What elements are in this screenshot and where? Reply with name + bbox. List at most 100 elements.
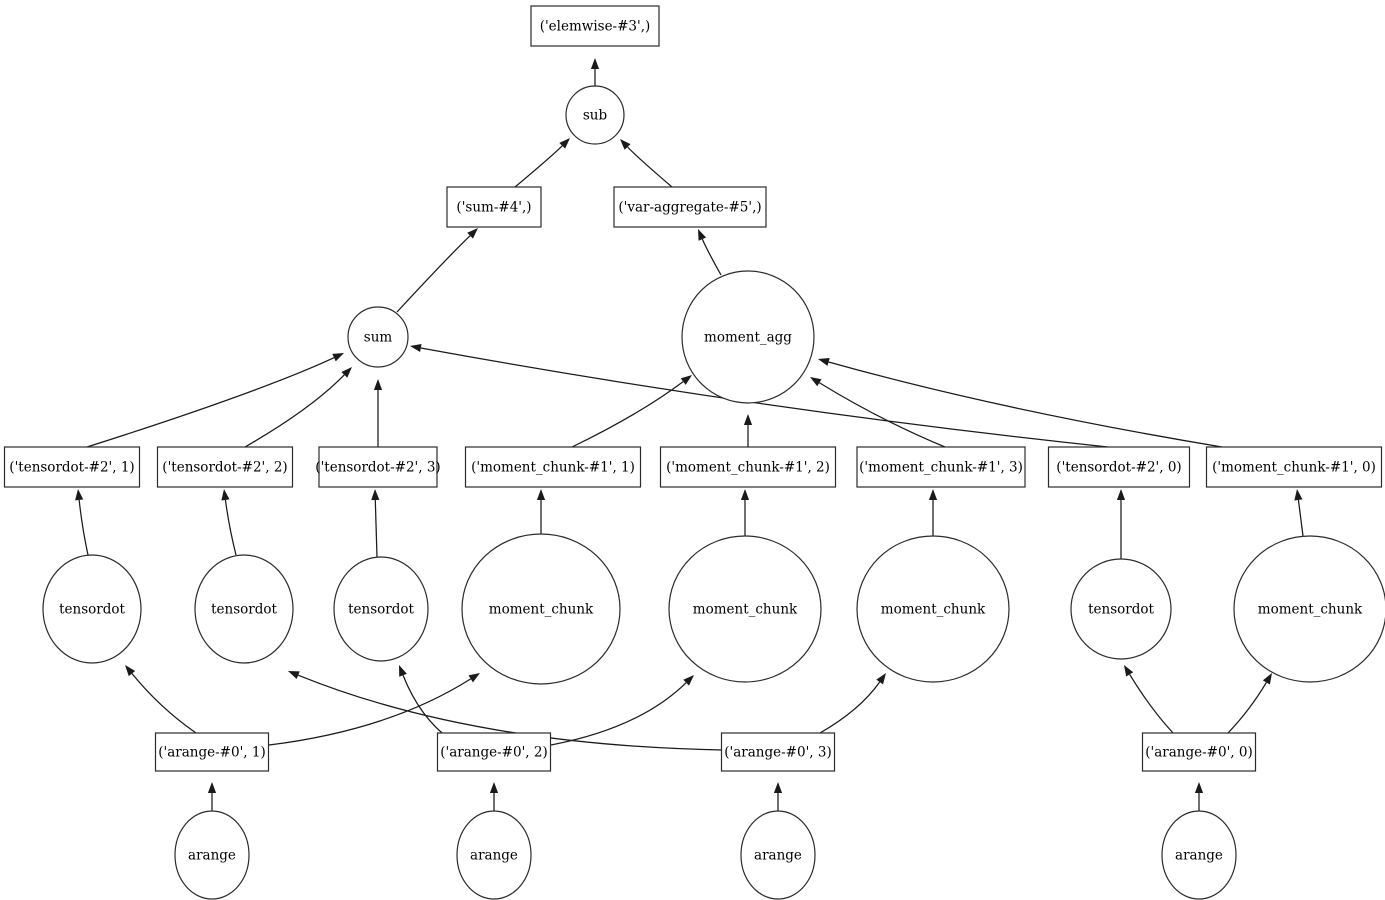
edge-ar_2-to-ar0_2: [489, 782, 499, 811]
node-td2-0[interactable]: ('tensordot-#2', 0): [1047, 446, 1191, 488]
node-ar-2[interactable]: arange: [456, 810, 532, 900]
edge-line: [244, 374, 345, 448]
node-mc1-3[interactable]: ('moment_chunk-#1', 3): [856, 446, 1026, 488]
node-box-shape[interactable]: [1141, 732, 1257, 772]
arrowhead-icon: [373, 379, 383, 390]
edge-td_a-to-td2_1: [75, 489, 89, 556]
node-td2-3[interactable]: ('tensordot-#2', 3): [315, 446, 441, 488]
node-mch-b[interactable]: moment_chunk: [668, 535, 822, 683]
node-circle-shape[interactable]: [333, 556, 429, 662]
node-box-shape[interactable]: [613, 186, 767, 228]
node-momentagg[interactable]: moment_agg: [681, 270, 815, 404]
node-box-shape[interactable]: [154, 732, 270, 772]
node-box-shape[interactable]: [318, 446, 438, 488]
node-ar0-3[interactable]: ('arange-#0', 3): [720, 732, 836, 772]
node-box-shape[interactable]: [720, 732, 836, 772]
edge-mch_c-to-mc1_3: [928, 489, 938, 536]
node-mc1-0[interactable]: ('moment_chunk-#1', 0): [1205, 446, 1383, 488]
node-circle-shape[interactable]: [461, 533, 621, 685]
node-td-a[interactable]: tensordot: [42, 554, 142, 664]
node-ar0-0[interactable]: ('arange-#0', 0): [1141, 732, 1257, 772]
node-box-shape[interactable]: [464, 446, 642, 488]
node-circle-shape[interactable]: [42, 554, 142, 664]
edge-ar0_1-to-mch_a: [268, 673, 480, 746]
node-circle-shape[interactable]: [1161, 810, 1237, 900]
edge-td2_3-to-sum: [373, 379, 383, 448]
node-mch-d[interactable]: moment_chunk: [1233, 535, 1385, 683]
node-box-shape[interactable]: [3, 446, 141, 488]
arrowhead-icon: [680, 375, 692, 385]
edge-momentagg-to-varagg5: [698, 229, 722, 276]
arrowhead-icon: [341, 367, 352, 378]
edge-line: [297, 674, 723, 751]
node-box-shape[interactable]: [446, 186, 542, 228]
node-circle-shape[interactable]: [565, 85, 625, 145]
node-box-shape[interactable]: [659, 446, 837, 488]
node-circle-shape[interactable]: [856, 535, 1010, 683]
node-circle-shape[interactable]: [194, 554, 294, 664]
edge-ar0_2-to-mch_b: [550, 675, 694, 746]
edge-line: [86, 357, 335, 448]
node-mch-a[interactable]: moment_chunk: [461, 533, 621, 685]
node-varagg5[interactable]: ('var-aggregate-#5',): [613, 186, 767, 228]
node-ar0-2[interactable]: ('arange-#0', 2): [436, 732, 552, 772]
node-td2-2[interactable]: ('tensordot-#2', 2): [156, 446, 294, 488]
node-box-shape[interactable]: [436, 732, 552, 772]
node-mc1-1[interactable]: ('moment_chunk-#1', 1): [464, 446, 642, 488]
node-box-shape[interactable]: [1205, 446, 1383, 488]
arrowhead-icon: [590, 58, 600, 69]
node-sum[interactable]: sum: [347, 306, 409, 368]
edge-line: [571, 381, 684, 448]
node-td2-1[interactable]: ('tensordot-#2', 1): [3, 446, 141, 488]
node-sub[interactable]: sub: [565, 85, 625, 145]
node-sum4[interactable]: ('sum-#4',): [446, 186, 542, 228]
node-box-shape[interactable]: [156, 446, 294, 488]
node-ar-0[interactable]: arange: [1161, 810, 1237, 900]
node-td-b[interactable]: tensordot: [194, 554, 294, 664]
node-circle-shape[interactable]: [174, 810, 250, 900]
edge-ar_0-to-ar0_0: [1194, 782, 1204, 812]
edge-ar_3-to-ar0_3: [773, 782, 783, 811]
node-td-c[interactable]: tensordot: [333, 556, 429, 662]
node-box-shape[interactable]: [856, 446, 1026, 488]
node-circle-shape[interactable]: [1070, 558, 1172, 660]
edges-layer: [75, 58, 1304, 812]
node-circle-shape[interactable]: [456, 810, 532, 900]
edge-ar0_2-to-td_c: [399, 665, 452, 741]
edge-sub-to-elemwise3: [590, 58, 600, 86]
node-ar-1[interactable]: arange: [174, 810, 250, 900]
edge-td_d-to-td2_0: [1116, 489, 1126, 560]
node-circle-shape[interactable]: [347, 306, 409, 368]
arrowhead-icon: [1116, 489, 1126, 500]
node-circle-shape[interactable]: [1233, 535, 1385, 683]
node-circle-shape[interactable]: [740, 810, 816, 900]
edge-line: [268, 678, 472, 746]
edge-line: [819, 382, 946, 448]
arrowhead-icon: [1194, 782, 1204, 793]
node-ar-3[interactable]: arange: [740, 810, 816, 900]
node-td-d[interactable]: tensordot: [1070, 558, 1172, 660]
node-elemwise3[interactable]: ('elemwise-#3',): [530, 5, 660, 47]
edge-line: [224, 499, 237, 556]
arrowhead-icon: [928, 489, 938, 500]
arrowhead-icon: [620, 139, 631, 150]
edge-line: [1129, 674, 1174, 734]
arrowhead-icon: [125, 665, 136, 677]
edge-mc1_1-to-momentagg: [571, 375, 692, 448]
edge-ar_1-to-ar0_1: [207, 782, 217, 811]
node-mch-c[interactable]: moment_chunk: [856, 535, 1010, 683]
arrowhead-icon: [371, 489, 380, 501]
arrowhead-icon: [399, 665, 407, 677]
node-box-shape[interactable]: [1047, 446, 1191, 488]
node-mc1-2[interactable]: ('moment_chunk-#1', 2): [659, 446, 837, 488]
node-circle-shape[interactable]: [668, 535, 822, 683]
edge-line: [78, 499, 89, 556]
arrowhead-icon: [536, 489, 546, 500]
node-circle-shape[interactable]: [681, 270, 815, 404]
arrowhead-icon: [876, 673, 886, 685]
node-ar0-1[interactable]: ('arange-#0', 1): [154, 732, 270, 772]
node-box-shape[interactable]: [530, 5, 660, 47]
edge-ar0_0-to-mch_d: [1227, 673, 1272, 734]
